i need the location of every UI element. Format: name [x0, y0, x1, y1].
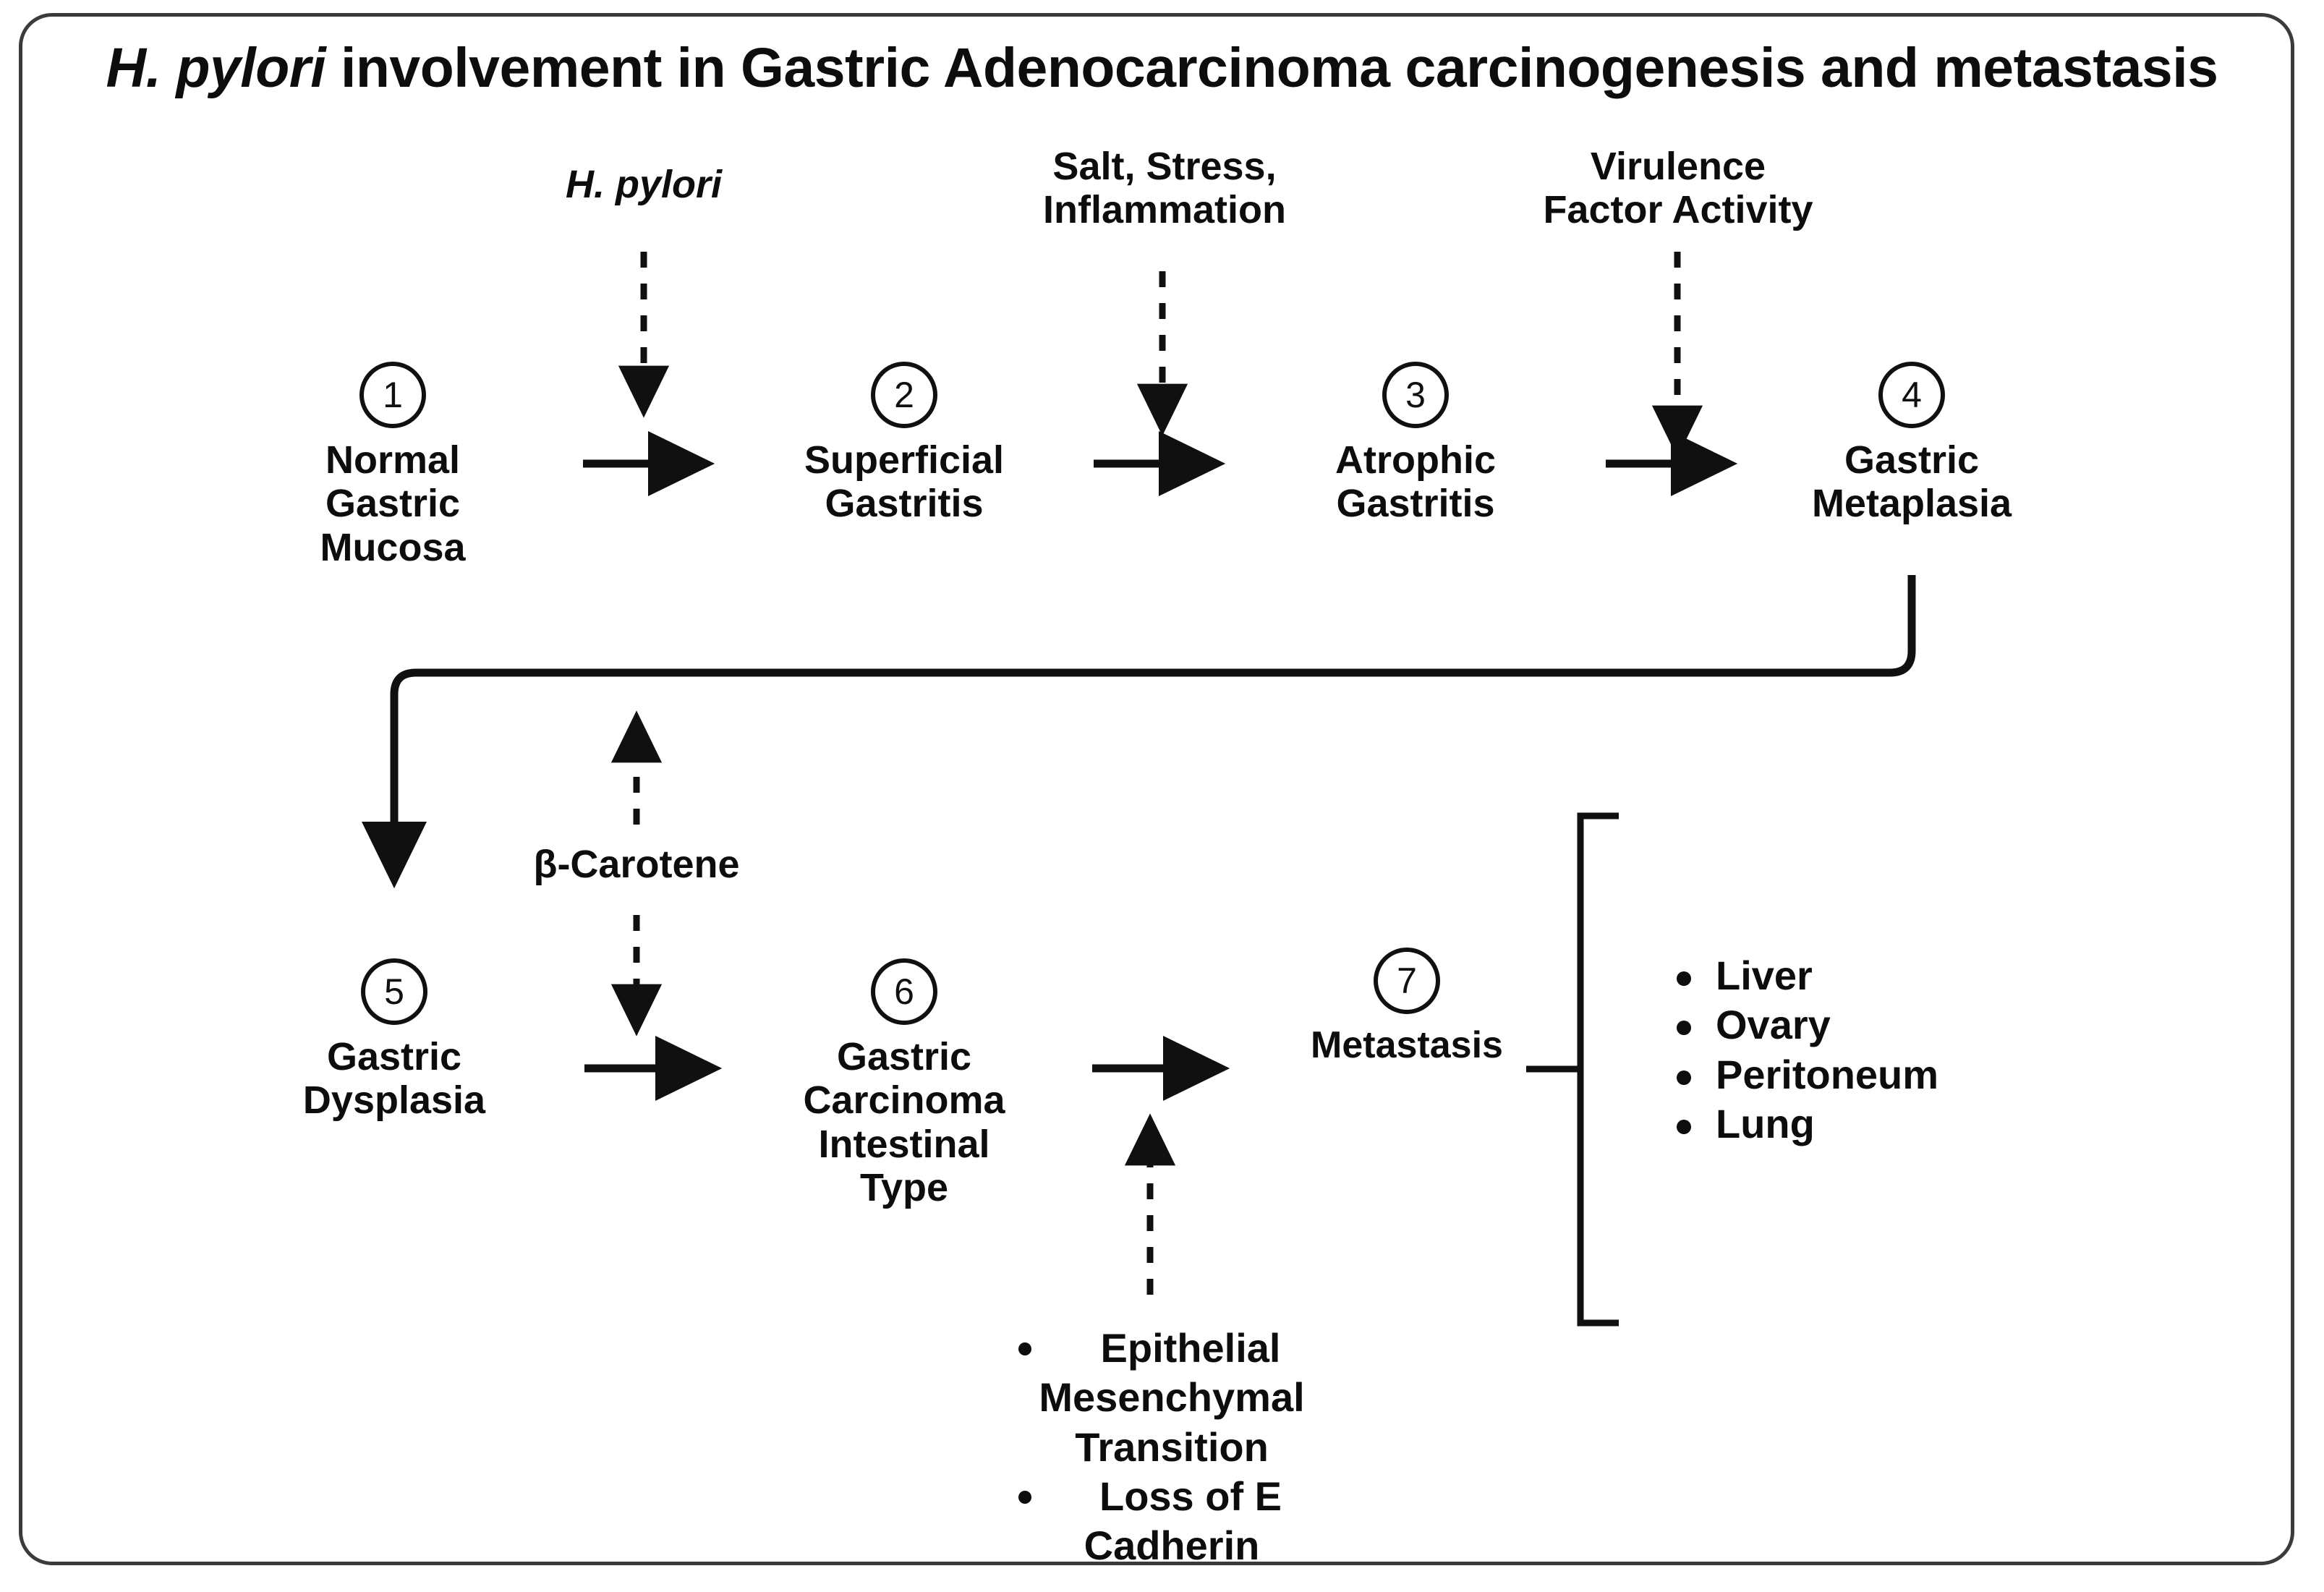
list-item: Liver: [1671, 951, 2119, 1000]
node-5[interactable]: 5 Gastric Dysplasia: [289, 958, 499, 1123]
list-item: Lung: [1671, 1099, 2119, 1149]
node-1-badge: 1: [359, 362, 426, 428]
emt-item-0-first-line: Epithelial: [1100, 1325, 1281, 1371]
node-4-badge: 4: [1878, 362, 1945, 428]
figure-title-rest: involvement in Gastric Adenocarcinoma ca…: [325, 37, 2218, 99]
list-item: Ovary: [1671, 1000, 2119, 1050]
emt-item-1-rest: Cadherin: [1084, 1523, 1260, 1569]
node-5-badge: 5: [361, 958, 427, 1025]
node-2-badge: 2: [871, 362, 937, 428]
node-4-label: Gastric Metaplasia: [1811, 438, 2012, 526]
node-3-badge: 3: [1382, 362, 1449, 428]
node-3[interactable]: 3 Atrophic Gastritis: [1311, 362, 1520, 526]
node-4[interactable]: 4 Gastric Metaplasia: [1807, 362, 2017, 526]
node-7-badge: 7: [1374, 948, 1440, 1014]
list-item: Peritoneum: [1671, 1050, 2119, 1099]
node-2-label: Superficial Gastritis: [804, 438, 1005, 526]
node-2[interactable]: 2 Superficial Gastritis: [799, 362, 1009, 526]
node-6-label: Gastric Carcinoma Intestinal Type: [803, 1035, 1005, 1210]
node-6[interactable]: 6 Gastric Carcinoma Intestinal Type: [799, 958, 1009, 1210]
node-3-label: Atrophic Gastritis: [1335, 438, 1496, 526]
emt-item-1-first-line: Loss of E: [1099, 1473, 1282, 1519]
node-5-label: Gastric Dysplasia: [302, 1035, 486, 1123]
metastasis-sites-list: Liver Ovary Peritoneum Lung: [1671, 951, 2119, 1149]
figure-title: H. pylori involvement in Gastric Adenoca…: [0, 36, 2324, 101]
node-1[interactable]: 1 Normal Gastric Mucosa: [288, 362, 498, 569]
node-7-label: Metastasis: [1311, 1024, 1503, 1066]
factor-label-h-pylori: H. pylori: [565, 163, 723, 206]
node-1-label: Normal Gastric Mucosa: [320, 438, 466, 569]
factor-label-beta-carotene: β-Carotene: [533, 843, 740, 886]
node-6-badge: 6: [871, 958, 937, 1025]
figure-title-species: H. pylori: [106, 37, 326, 99]
figure-border: [19, 13, 2294, 1565]
factor-label-virulence-factor-activity: Virulence Factor Activity: [1543, 145, 1813, 232]
factor-label-salt-stress-inflammation: Salt, Stress, Inflammation: [1042, 145, 1287, 232]
emt-item-0-rest: Mesenchymal Transition: [1039, 1374, 1305, 1470]
node-7[interactable]: 7 Metastasis: [1302, 948, 1512, 1066]
